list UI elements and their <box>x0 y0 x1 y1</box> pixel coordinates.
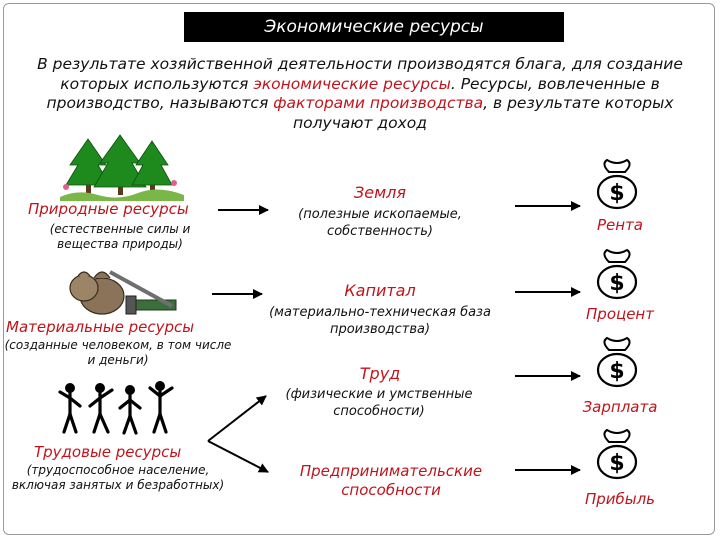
arrow-labour-to-work <box>207 395 267 442</box>
resource-labour-name: Трудовые ресурсы <box>34 443 182 461</box>
resource-material-description: (созданные человеком, в том числе и день… <box>4 338 232 367</box>
svg-text:$: $ <box>609 359 624 384</box>
money-bag-icon: $ <box>596 428 638 480</box>
svg-text:$: $ <box>609 271 624 296</box>
money-bag-icon: $ <box>596 248 638 300</box>
svg-text:$: $ <box>609 181 624 206</box>
intro-highlight-factors: факторами производства <box>273 94 484 112</box>
income-rent: Рента <box>596 216 643 234</box>
people-icon <box>58 381 174 435</box>
trees-icon <box>60 134 184 201</box>
factor-land-name: Земля <box>353 183 407 202</box>
resource-natural-description: (естественные силы и вещества природы) <box>49 222 191 251</box>
intro-part3: , в результате которых получают доход <box>293 94 674 132</box>
svg-text:$: $ <box>609 451 624 476</box>
resource-natural-name: Природные ресурсы <box>28 200 189 218</box>
income-salary: Зарплата <box>582 398 658 416</box>
income-interest: Процент <box>586 305 654 323</box>
factor-labour-description: (физические и умственные способности) <box>285 387 473 419</box>
money-bag-icon: $ <box>596 158 638 210</box>
intro-text: В результате хозяйственной деятельности … <box>18 55 702 133</box>
intro-highlight-resources: экономические ресурсы <box>253 74 451 93</box>
arrow-labour-to-entrepreneurship <box>207 440 269 473</box>
intro-part2: . Ресурсы, вовлеченные в производство, н… <box>46 74 660 113</box>
factor-land-description: (полезные ископаемые, собственность) <box>298 207 462 239</box>
intro-part1: В результате хозяйственной деятельности … <box>37 55 683 93</box>
resource-material-name: Материальные ресурсы <box>6 318 195 336</box>
resource-labour-description: (трудоспособное население, включая занят… <box>11 463 225 492</box>
factor-capital-name: Капитал <box>344 281 416 300</box>
slide-frame <box>3 3 715 535</box>
factor-entrepreneurship-name: Предпринимательские способности <box>299 462 483 499</box>
money-bag-icon: $ <box>596 336 638 388</box>
money-bags-icon <box>69 270 177 315</box>
slide-title: Экономические ресурсы <box>184 12 564 42</box>
income-profit: Прибыль <box>584 490 656 508</box>
factor-capital-description: (материально-техническая база производст… <box>269 305 491 337</box>
factor-labour-name: Труд <box>359 364 401 383</box>
